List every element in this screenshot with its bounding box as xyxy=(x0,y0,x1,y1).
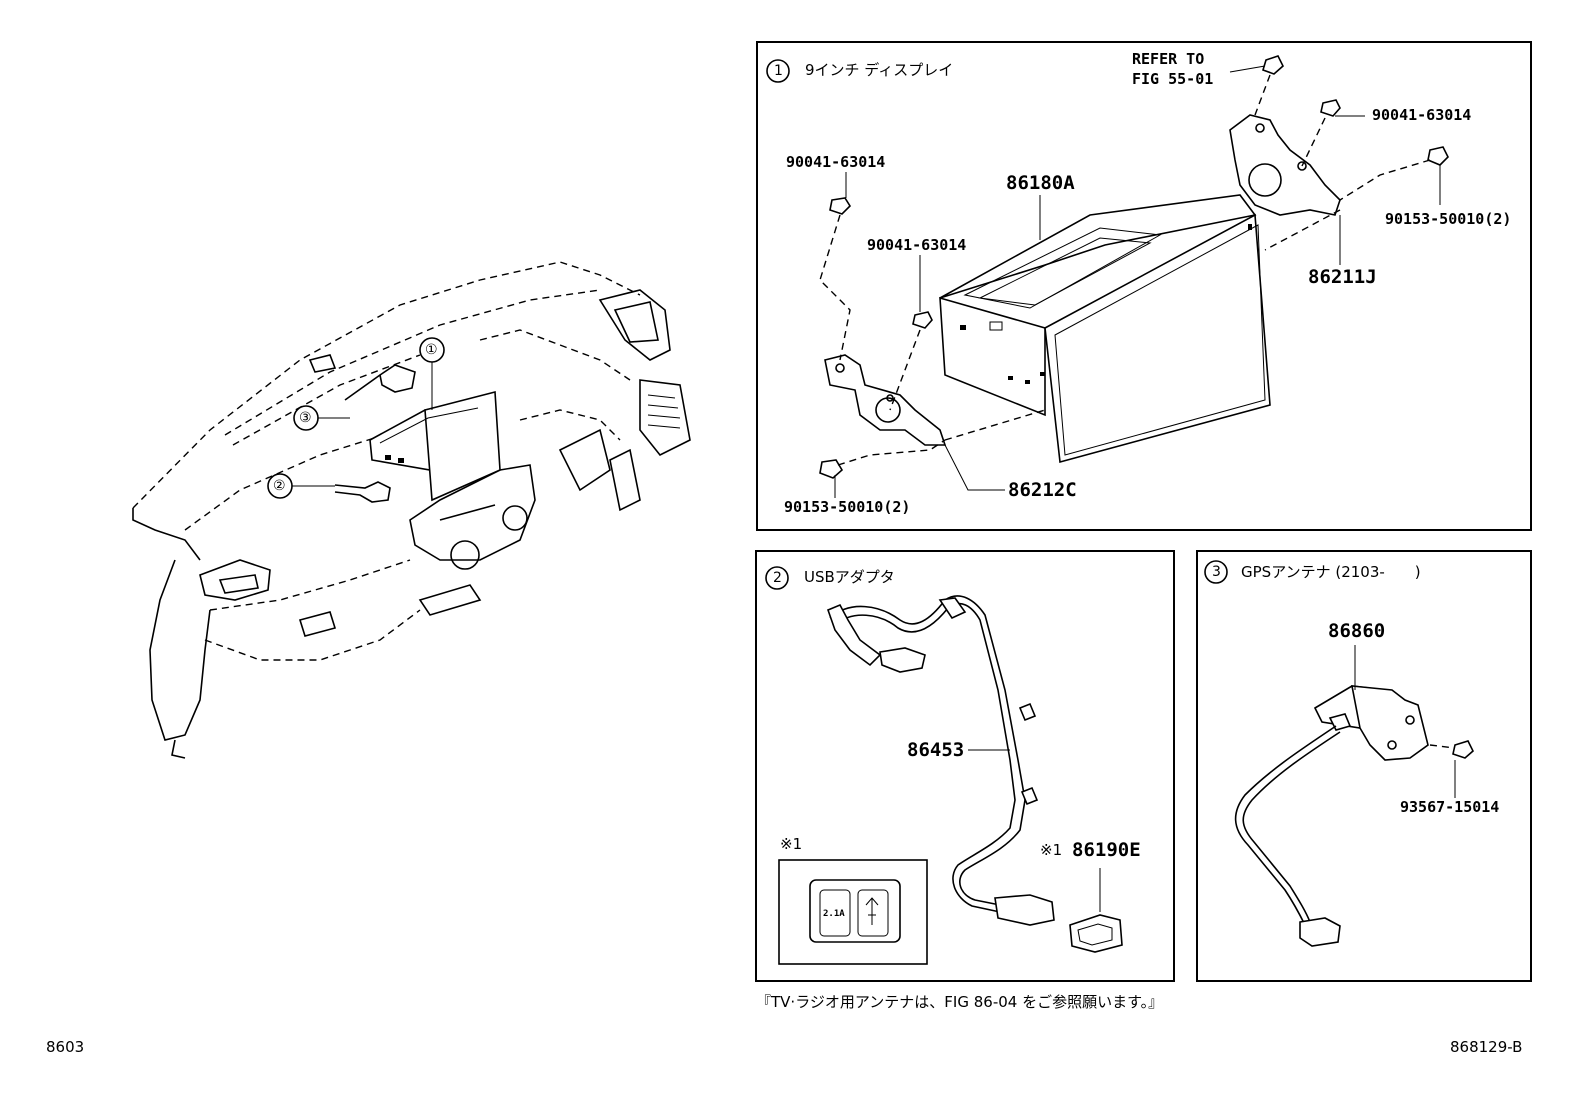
inset-rating-text: 2.1A xyxy=(823,909,845,919)
socket-mark: ※1 xyxy=(1040,841,1063,859)
part-label-86212C: 86212C xyxy=(1008,479,1077,501)
part-label-86211J: 86211J xyxy=(1308,266,1377,288)
inset-mark: ※1 xyxy=(780,835,803,853)
part-label-93567-15014: 93567-15014 xyxy=(1400,798,1500,816)
panel1-title: 9インチ ディスプレイ xyxy=(805,61,954,79)
panel2-number: 2 xyxy=(773,570,782,586)
part-label-90153-50010-right: 90153-50010(2) xyxy=(1385,210,1512,228)
panel1-number: 1 xyxy=(774,63,783,79)
overview-callout-3: ③ xyxy=(299,410,312,426)
refer-to-label: REFER TO xyxy=(1132,50,1205,68)
page-code-left: 8603 xyxy=(46,1038,85,1056)
part-label-86453: 86453 xyxy=(907,739,965,761)
panel-usb-adapter xyxy=(755,550,1175,982)
overview-callout-1: ① xyxy=(425,342,438,358)
part-label-86180A: 86180A xyxy=(1006,172,1075,194)
part-label-90041-63014-mid: 90041-63014 xyxy=(867,236,967,254)
page-code-right: 868129-B xyxy=(1450,1038,1523,1056)
part-label-86190E: 86190E xyxy=(1072,839,1141,861)
panel3-number: 3 xyxy=(1212,564,1221,580)
panel2-title: USBアダプタ xyxy=(804,568,895,586)
panel3-title: GPSアンテナ (2103- ) xyxy=(1241,563,1421,581)
footnote-antenna-reference: 『TV·ラジオ用アンテナは、FIG 86-04 をご参照願います。』 xyxy=(756,993,1164,1011)
part-label-90041-63014-right: 90041-63014 xyxy=(1372,106,1472,124)
part-label-90041-63014-left: 90041-63014 xyxy=(786,153,886,171)
refer-fig-label: FIG 55-01 xyxy=(1132,70,1214,88)
panel-gps-antenna xyxy=(1196,550,1532,982)
overview-callout-2: ② xyxy=(273,478,286,494)
part-label-86860: 86860 xyxy=(1328,620,1386,642)
part-label-90153-50010-left: 90153-50010(2) xyxy=(784,498,911,516)
